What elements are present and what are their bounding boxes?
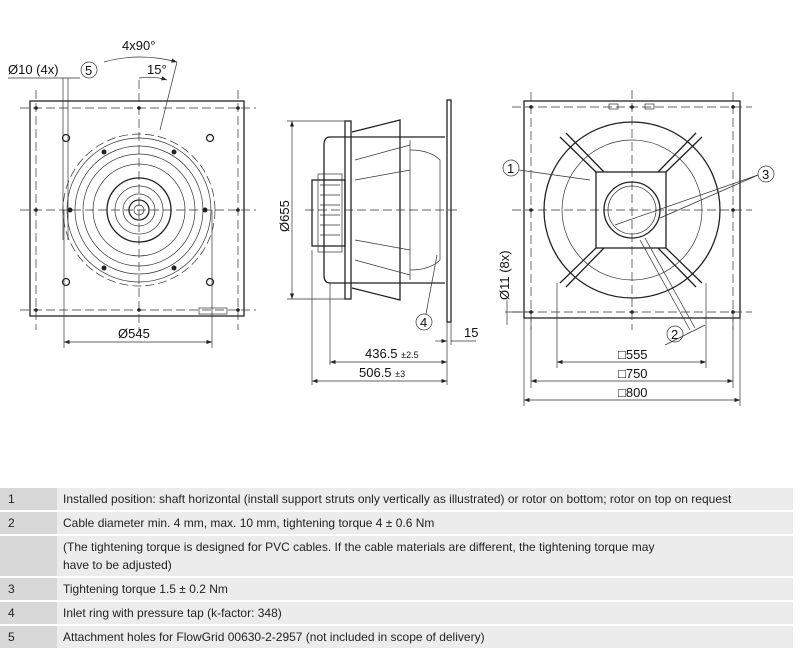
callout-5-number: 5 [85, 63, 92, 78]
angle-4x90-label: 4x90° [122, 38, 155, 53]
note-number: 5 [0, 626, 57, 648]
note-number: 4 [0, 602, 57, 624]
diameter-655-label: Ø655 [277, 200, 292, 232]
note-number: 1 [0, 488, 57, 510]
diameter-545-label: Ø545 [118, 326, 150, 341]
note-text: Attachment holes for FlowGrid 00630-2-29… [57, 626, 793, 648]
table-row: (The tightening torque is designed for P… [0, 536, 793, 576]
left-view: Ø545 Ø10 (4x) 5 4x90° 15° [8, 38, 256, 348]
dimension-drawing: Ø545 Ø10 (4x) 5 4x90° 15° Ø655 [8, 38, 775, 406]
note-text: (The tightening torque is designed for P… [57, 536, 793, 576]
flange-thickness-label: 15 [464, 325, 478, 340]
dim-800-label: □800 [618, 385, 648, 400]
note-text: Tightening torque 1.5 ± 0.2 Nm [57, 578, 793, 600]
callout-4 [415, 313, 433, 331]
note-text: Installed position: shaft horizontal (in… [57, 488, 793, 510]
note-number: 3 [0, 578, 57, 600]
callout-1 [502, 159, 520, 177]
callout-3 [757, 165, 775, 183]
hole-diameter-label: Ø10 (4x) [8, 62, 59, 77]
callout-2-number: 2 [671, 327, 678, 342]
note-text: Inlet ring with pressure tap (k-factor: … [57, 602, 793, 624]
hole-diameter-label: Ø11 (8x) [497, 250, 512, 300]
callout-5 [80, 61, 98, 79]
callout-4-number: 4 [420, 315, 427, 330]
callout-2 [666, 325, 684, 343]
dim-555-label: □555 [618, 347, 648, 362]
depth-436-label: 436.5 ±2.5 [365, 346, 419, 361]
front-view: □555 □750 □800 Ø11 (8x) 1 3 2 [497, 90, 775, 406]
note-number: 2 [0, 512, 57, 534]
angle-15-label: 15° [147, 62, 167, 77]
side-view: Ø655 15 436.5 ±2.5 506.5 ±3 4 [277, 99, 478, 385]
note-text: Cable diameter min. 4 mm, max. 10 mm, ti… [57, 512, 793, 534]
depth-506-label: 506.5 ±3 [359, 365, 405, 380]
callout-1-number: 1 [507, 161, 514, 176]
note-number [0, 536, 57, 576]
dim-750-label: □750 [618, 366, 648, 381]
mounting-plate [29, 100, 245, 317]
callout-3-number: 3 [762, 167, 769, 182]
